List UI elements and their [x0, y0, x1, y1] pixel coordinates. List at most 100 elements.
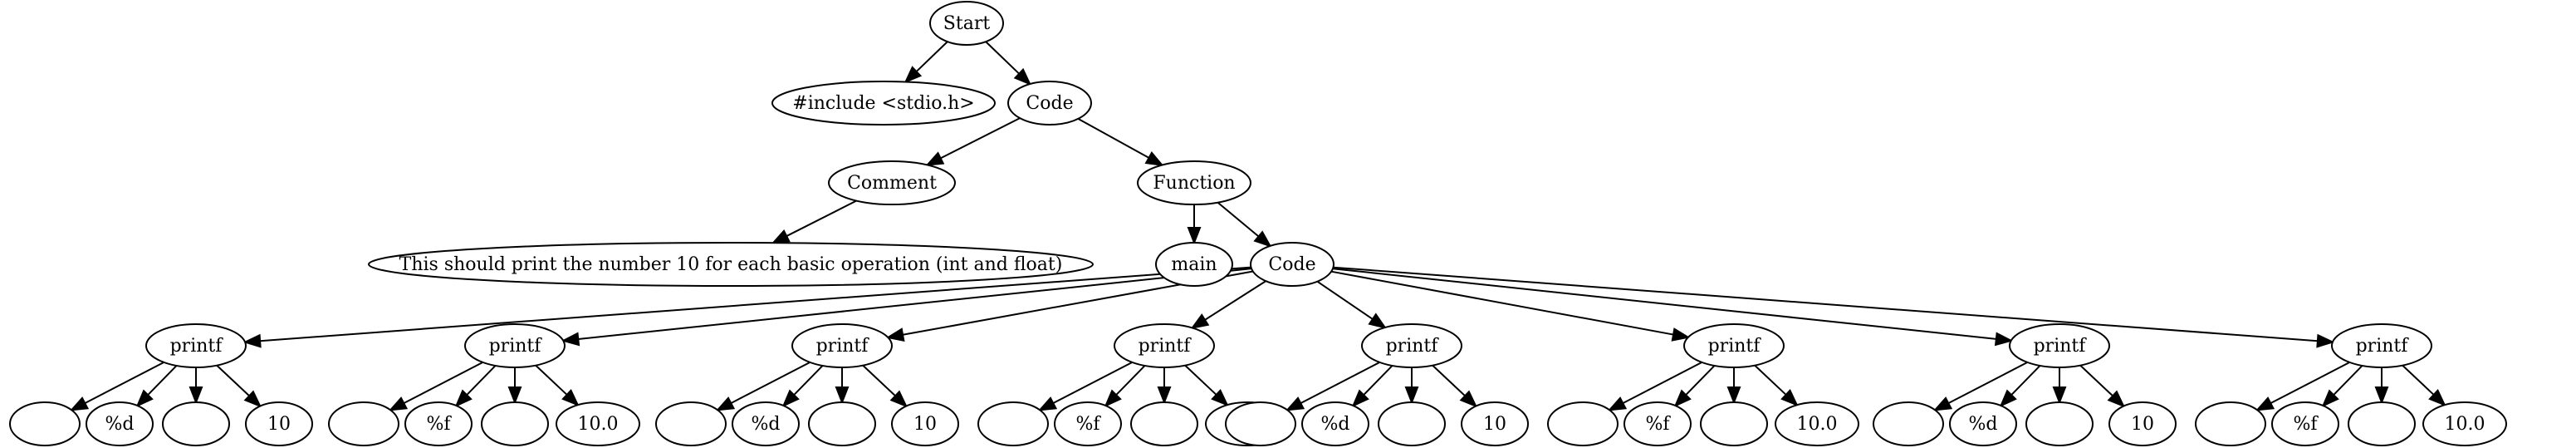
tree-node-comment: Comment — [828, 160, 956, 205]
tree-edge-arrowhead — [454, 389, 473, 408]
tree-node-ellipse — [808, 401, 876, 446]
tree-edge-arrowhead — [835, 386, 850, 405]
tree-edge-arrowhead — [2316, 333, 2335, 348]
tree-node-ellipse — [2009, 323, 2110, 368]
tree-node-empty — [808, 401, 876, 446]
tree-edge-arrowhead — [1368, 313, 1388, 329]
tree-node-label: Comment — [847, 173, 937, 194]
tree-node-printf: printf — [791, 323, 893, 368]
tree-edge-arrowhead — [189, 386, 203, 405]
tree-node-label: 10 — [1483, 414, 1506, 435]
tree-edge-line — [1332, 268, 1996, 340]
tree-node-ellipse — [791, 323, 893, 368]
tree-edge-line — [793, 365, 824, 396]
tree-node-label: 10 — [913, 414, 937, 435]
tree-node-label: 10 — [2131, 414, 2154, 435]
tree-edge-arrowhead — [1671, 327, 1691, 342]
tree-node-label: %f — [426, 414, 452, 435]
tree-node-10: 10 — [891, 401, 959, 446]
tree-edge-line — [1622, 362, 1702, 404]
tree-node-ellipse — [891, 401, 959, 446]
tree-edge-line — [535, 364, 568, 396]
tree-node-10: 10 — [245, 401, 313, 446]
tree-edge-arrowhead — [507, 386, 522, 405]
tree-node-label: 10 — [267, 414, 291, 435]
tree-node-ellipse — [1301, 401, 1369, 446]
tree-edge-arrowhead — [1780, 389, 1799, 407]
tree-node-include-stdio-h: #include <stdio.h> — [771, 81, 996, 126]
tree-node-label: #include <stdio.h> — [792, 93, 974, 114]
tree-node-empty — [481, 401, 549, 446]
tree-node-ellipse — [1225, 401, 1296, 446]
tree-edge-line — [915, 41, 948, 72]
tree-edge-line — [1052, 362, 1133, 404]
tree-edge-arrowhead — [771, 229, 791, 244]
tree-edge-arrowhead — [242, 333, 262, 348]
tree-node-printf: printf — [1114, 323, 1215, 368]
tree-node-ellipse — [1700, 401, 1768, 446]
tree-node-ellipse — [1775, 401, 1859, 446]
tree-node-label: %f — [1075, 414, 1101, 435]
tree-node-ellipse — [929, 1, 1004, 46]
tree-node-ellipse — [162, 401, 230, 446]
tree-node-ellipse — [2108, 401, 2177, 446]
tree-edge-line — [1333, 266, 2318, 342]
tree-edge-line — [862, 364, 896, 397]
tree-node-ellipse — [86, 401, 154, 446]
tree-node-label: This should print the number 10 for each… — [399, 254, 1063, 275]
tree-edge-line — [786, 199, 857, 237]
tree-node-empty — [1873, 401, 1944, 446]
tree-edge-line — [1316, 280, 1374, 320]
tree-node-empty — [655, 401, 727, 446]
tree-edge-arrowhead — [2255, 396, 2275, 411]
tree-edge-line — [147, 365, 178, 396]
tree-node-ellipse — [1137, 160, 1251, 205]
tree-edge-arrowhead — [1190, 313, 1210, 329]
tree-node-label: %d — [1321, 414, 1350, 435]
tree-node-ellipse — [2195, 401, 2266, 446]
tree-edge-arrowhead — [561, 332, 580, 347]
tree-node-main: main — [1155, 242, 1233, 287]
tree-node-ellipse — [2331, 323, 2432, 368]
tree-edge-arrowhead — [1187, 227, 1202, 245]
tree-node-ellipse — [404, 401, 473, 446]
tree-node-ellipse — [655, 401, 727, 446]
tree-node-ellipse — [1130, 401, 1198, 446]
tree-edge-arrowhead — [904, 66, 923, 84]
tree-edge-line — [1363, 365, 1393, 396]
tree-node-empty — [162, 401, 230, 446]
tree-edge-arrowhead — [1285, 396, 1305, 411]
tree-node-ellipse — [1114, 323, 1215, 368]
tree-edge-arrowhead — [1932, 396, 1953, 411]
tree-node-empty — [1547, 401, 1619, 446]
tree-node-d: %d — [1949, 401, 2017, 446]
tree-node-10-0: 10.0 — [2422, 401, 2507, 446]
tree-node-ellipse — [1623, 401, 1692, 446]
tree-node-ellipse — [828, 160, 956, 205]
tree-node-ellipse — [1949, 401, 2017, 446]
tree-edge-line — [1115, 365, 1146, 396]
tree-edge-line — [1300, 362, 1380, 404]
tree-node-empty — [2195, 401, 2266, 446]
tree-edge-line — [1077, 118, 1149, 159]
tree-edge-arrowhead — [1013, 67, 1032, 86]
tree-node-start: Start — [929, 1, 1004, 46]
tree-node-label: printf — [1139, 336, 1193, 357]
tree-node-code: Code — [1007, 81, 1092, 126]
tree-edge-arrowhead — [69, 396, 90, 411]
tree-node-printf: printf — [145, 323, 247, 368]
tree-edge-line — [2270, 362, 2350, 404]
tree-edge-line — [1204, 280, 1266, 321]
tree-edge-arrowhead — [1999, 389, 2017, 408]
tree-edge-arrowhead — [1673, 389, 1692, 408]
tree-node-printf: printf — [2331, 323, 2432, 368]
tree-edge-line — [2333, 365, 2363, 396]
tree-node-ellipse — [2271, 401, 2339, 446]
tree-node-label: printf — [1708, 336, 1762, 357]
tree-node-ellipse — [1250, 242, 1335, 287]
tree-node-ellipse — [1547, 401, 1619, 446]
tree-node-ellipse — [1007, 81, 1092, 126]
tree-node-label: printf — [2034, 336, 2088, 357]
tree-edge-line — [1330, 270, 1674, 336]
